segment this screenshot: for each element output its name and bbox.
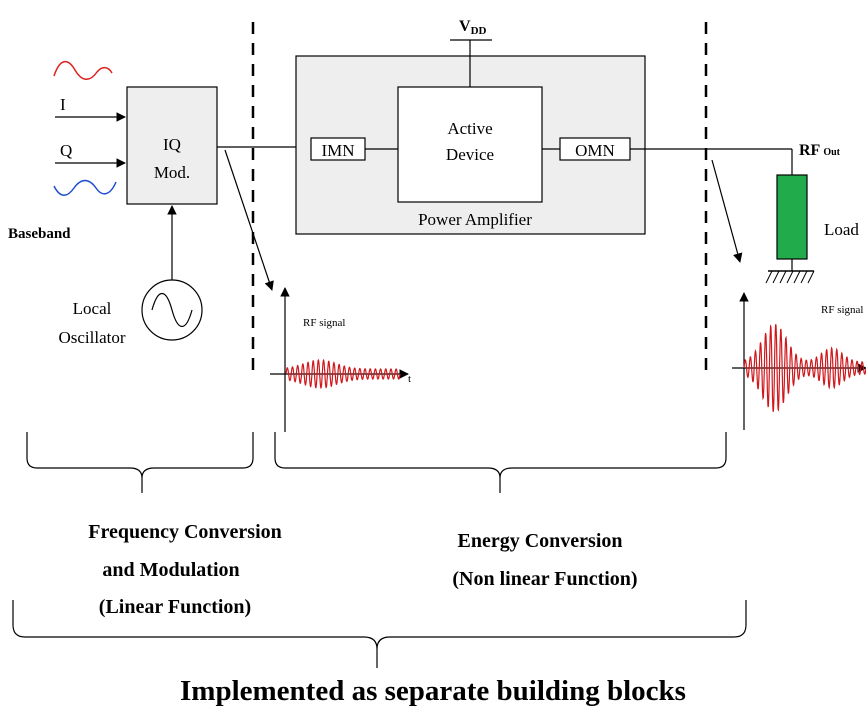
iq-modulator-box	[126, 86, 218, 205]
right-rf-waveform	[743, 324, 866, 412]
load-label: Load	[824, 220, 859, 239]
load-resistor	[776, 174, 808, 260]
baseband-label: Baseband	[8, 226, 71, 242]
vdd-label: VDD	[459, 18, 487, 37]
q-baseband-wave	[53, 179, 117, 196]
i-baseband-wave	[53, 61, 113, 80]
power-amplifier-label: Power Amplifier	[418, 210, 532, 229]
local-oscillator-label-2: Oscillator	[58, 328, 125, 347]
q-input-label: Q	[60, 141, 72, 160]
energy-conversion-label-1: Energy Conversion	[458, 530, 623, 552]
oscillator-sine	[151, 292, 193, 328]
nonlinear-section-brace	[274, 432, 727, 493]
overall-caption: Implemented as separate building blocks	[180, 675, 686, 707]
overall-brace	[12, 600, 747, 668]
left-signal-axis-label: t	[408, 373, 411, 385]
ground-icon	[765, 270, 815, 284]
active-device-box	[397, 86, 543, 203]
freq-conversion-label-3: (Linear Function)	[99, 596, 251, 618]
energy-conversion-label-2: (Non linear Function)	[452, 568, 637, 590]
iq-modulator-label-2: Mod.	[154, 163, 190, 182]
local-oscillator-label-1: Local	[73, 299, 112, 318]
right-signal-label: RF signal	[821, 304, 863, 316]
active-device-label-2: Device	[446, 145, 494, 164]
pa-output-pointer-arrow	[711, 159, 743, 263]
left-rf-waveform	[285, 358, 401, 389]
imn-label: IMN	[321, 141, 354, 160]
freq-conversion-label-1: Frequency Conversion	[88, 521, 282, 543]
omn-label: OMN	[575, 141, 615, 160]
linear-section-brace	[26, 432, 254, 493]
iq-modulator-label-1: IQ	[163, 135, 181, 154]
left-signal-label: RF signal	[303, 317, 345, 329]
active-device-label-1: Active	[447, 119, 492, 138]
i-input-label: I	[60, 95, 66, 114]
mod-output-pointer-arrow	[224, 149, 274, 291]
freq-conversion-label-2: and Modulation	[102, 559, 239, 581]
